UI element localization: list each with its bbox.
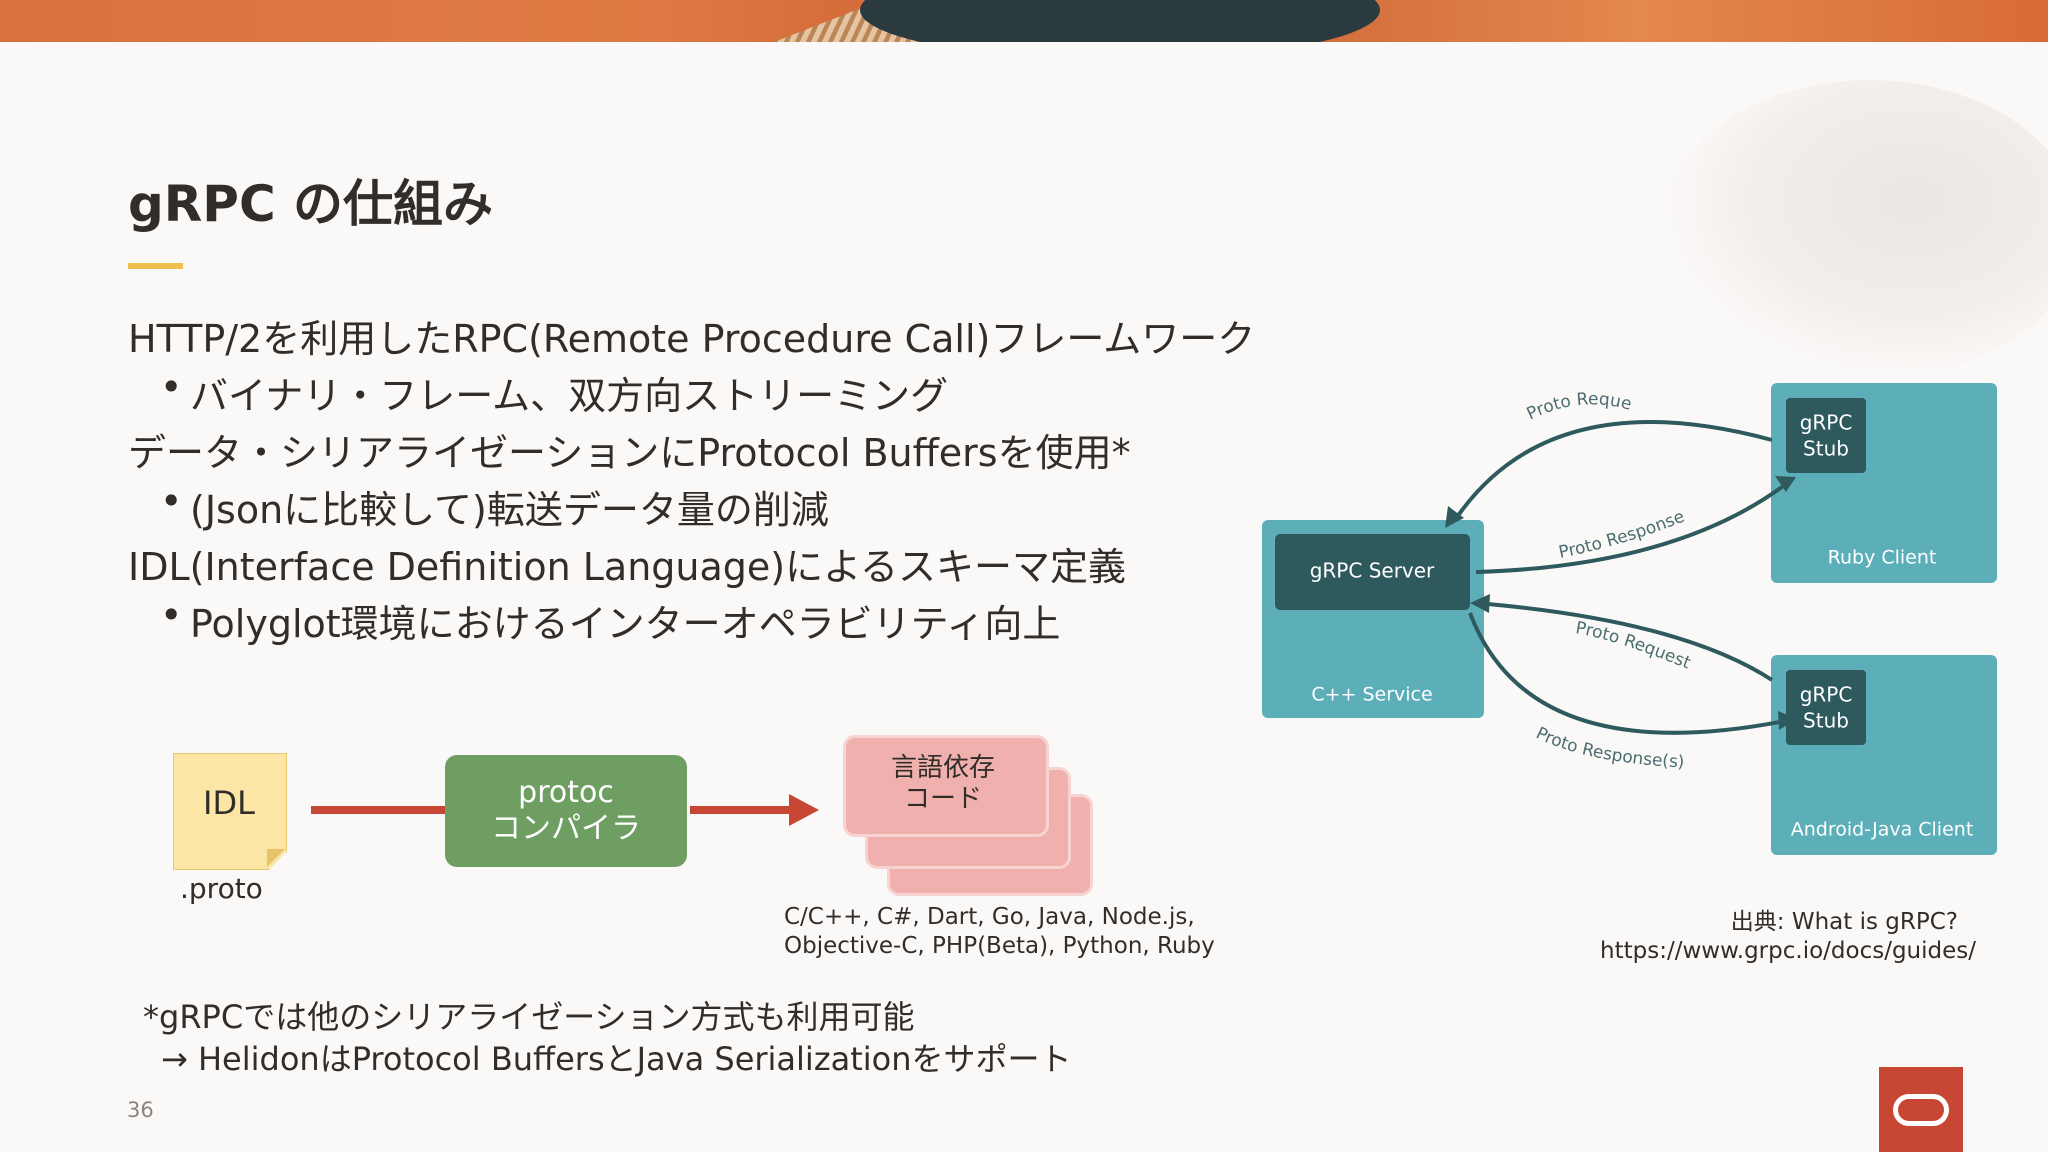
ruby-stub-line1: gRPC: [1800, 411, 1853, 435]
footnote-line1: *gRPCでは他のシリアライゼーション方式も利用可能: [143, 998, 915, 1036]
langs-line2: Objective-C, PHP(Beta), Python, Ruby: [784, 933, 1215, 959]
edge-label-proto-request-ruby: Proto Request: [1250, 370, 1634, 424]
protoc-line1: protoc: [518, 775, 614, 810]
oracle-logo-icon: [1879, 1067, 1963, 1152]
idl-label: IDL: [203, 784, 255, 822]
android-grpc-stub-box: [1786, 670, 1866, 745]
request-arrow-android: [1475, 601, 1774, 682]
flow-line-protoc-code: [690, 806, 790, 814]
flow-line-idl-protoc: [311, 806, 445, 814]
oracle-logo-ring: [1893, 1093, 1949, 1126]
request-arrowhead-ruby: [1445, 506, 1464, 528]
page-number: 36: [127, 1098, 154, 1122]
response-arrow-ruby: [1475, 479, 1792, 574]
supported-languages: C/C++, C#, Dart, Go, Java, Node.js, Obje…: [784, 903, 1215, 961]
top-banner-decoration: [0, 0, 2048, 42]
response-arrowhead-android: [1778, 711, 1797, 730]
ruby-grpc-stub-box: [1786, 398, 1866, 473]
ruby-client-caption: Ruby Client: [1828, 547, 1937, 569]
request-arrow-ruby: [1453, 420, 1773, 522]
request-arrowhead-android: [1470, 594, 1490, 613]
source-line2[interactable]: https://www.grpc.io/docs/guides/: [1600, 938, 1976, 964]
bullet-4: IDL(Interface Definition Language)によるスキー…: [128, 545, 1126, 589]
code-line1: 言語依存: [890, 753, 995, 783]
source-line1: 出典: What is gRPC?: [1730, 909, 1958, 935]
slide-title: gRPC の仕組み: [128, 175, 494, 233]
bullet-3: (Jsonに比較して)転送データ量の削減: [160, 479, 829, 534]
code-card-text: 言語依存 コード: [843, 753, 1043, 815]
source-citation: 出典: What is gRPC? https://www.grpc.io/do…: [1600, 908, 1976, 966]
footnote-line2: → HelidonはProtocol BuffersとJava Serializ…: [161, 1040, 1072, 1078]
flow-arrow-head: [789, 794, 819, 826]
ruby-stub-line2: Stub: [1803, 437, 1849, 461]
grpc-architecture-diagram: gRPC Server C++ Service gRPC Stub Ruby C…: [1250, 370, 1997, 855]
grpc-server-label: gRPC Server: [1310, 559, 1435, 583]
code-card-front: [843, 735, 1049, 837]
cpp-service-caption: C++ Service: [1311, 684, 1432, 706]
background-decoration: [1660, 80, 2048, 380]
grpc-server-box: [1275, 534, 1470, 610]
android-stub-line2: Stub: [1803, 709, 1849, 733]
bullet-5: Polyglot環境におけるインターオペラビリティ向上: [160, 593, 1060, 648]
protoc-compiler-box: protoc コンパイラ: [445, 755, 687, 867]
langs-line1: C/C++, C#, Dart, Go, Java, Node.js,: [784, 904, 1195, 930]
title-accent-bar: [128, 263, 183, 269]
response-arrowhead-ruby: [1775, 476, 1796, 492]
code-line2: コード: [903, 784, 982, 814]
banner-dark-shape: [860, 0, 1380, 42]
bullet-0: HTTP/2を利用したRPC(Remote Procedure Call)フレー…: [128, 317, 1256, 361]
idl-caption: .proto: [180, 872, 263, 905]
android-stub-line1: gRPC: [1800, 683, 1853, 707]
bullet-1: バイナリ・フレーム、双方向ストリーミング: [160, 365, 948, 420]
protoc-line2: コンパイラ: [491, 811, 641, 846]
footnote: *gRPCでは他のシリアライゼーション方式も利用可能 → HelidonはPro…: [143, 996, 1072, 1080]
android-client-caption: Android-Java Client: [1791, 819, 1974, 841]
bullet-2: データ・シリアライゼーションにProtocol Buffersを使用*: [128, 431, 1131, 475]
idl-note-fold: [267, 849, 285, 867]
response-arrow-android: [1468, 612, 1791, 735]
